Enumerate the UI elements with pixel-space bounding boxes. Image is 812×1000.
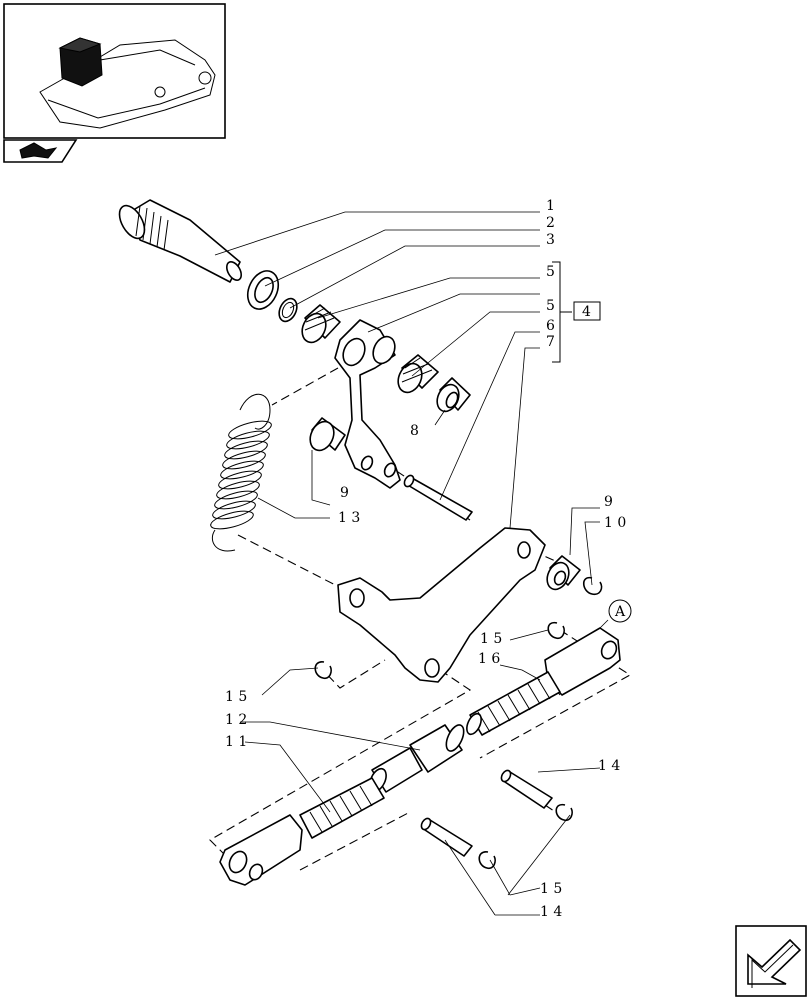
part-lower-yoke	[219, 777, 385, 886]
callout-15b: 1 5	[225, 689, 247, 705]
part-needle-bearing	[301, 304, 341, 344]
part-rocker-lever	[334, 319, 401, 489]
part-bushing	[436, 377, 471, 413]
part-pin-14a	[500, 769, 553, 809]
callout-5a: 5	[546, 264, 555, 280]
part-circlip-15b	[314, 661, 332, 680]
part-circlip-10	[582, 576, 603, 596]
next-page-arrow-icon[interactable]	[735, 925, 807, 997]
callout-9a: 9	[340, 485, 349, 501]
assembly-thumbnail-icon[interactable]	[3, 3, 226, 139]
callout-12: 1 2	[225, 712, 247, 728]
part-upper-yoke	[466, 627, 621, 736]
callout-14b: 1 4	[540, 904, 562, 920]
callout-15a: 1 5	[480, 631, 502, 647]
part-pin-14b	[420, 817, 473, 857]
view-marker-icon[interactable]	[3, 139, 78, 163]
part-washer	[246, 270, 280, 310]
callout-3: 3	[546, 232, 555, 248]
callout-box-4	[573, 301, 601, 321]
callout-6: 6	[546, 318, 555, 334]
callout-13: 1 3	[338, 510, 360, 526]
callout-10: 1 0	[604, 515, 626, 531]
callout-1: 1	[546, 198, 555, 214]
part-turnbuckle	[369, 724, 465, 793]
part-oring	[278, 297, 298, 323]
callout-labels: 1 2 3 5 5 6 7 4 8 9 1 3 9 1 0 A 1 5 1 6 …	[225, 198, 626, 920]
callout-8: 8	[410, 423, 419, 439]
callout-7: 7	[546, 334, 555, 350]
part-shaft	[118, 199, 243, 283]
callout-15c: 1 5	[540, 881, 562, 897]
callout-2: 2	[546, 215, 555, 231]
callout-5b: 5	[546, 298, 555, 314]
part-bushing-left	[309, 417, 346, 452]
callout-9b: 9	[604, 494, 613, 510]
callout-11: 1 1	[225, 734, 247, 750]
callout-14a: 1 4	[598, 758, 620, 774]
part-circlip-15d	[555, 803, 573, 822]
callout-A: A	[614, 604, 626, 620]
part-circlip-15c	[478, 851, 496, 870]
part-needle-bearing-2	[397, 354, 439, 394]
part-spring	[210, 393, 272, 552]
part-bracket	[337, 527, 546, 683]
part-circlip-15a	[547, 621, 565, 640]
leader-lines	[214, 211, 609, 916]
callout-circle-A	[608, 599, 632, 623]
part-bushing-right	[546, 555, 581, 591]
part-pin	[403, 474, 473, 521]
callout-4: 4	[582, 304, 591, 320]
callout-16: 1 6	[478, 651, 500, 667]
